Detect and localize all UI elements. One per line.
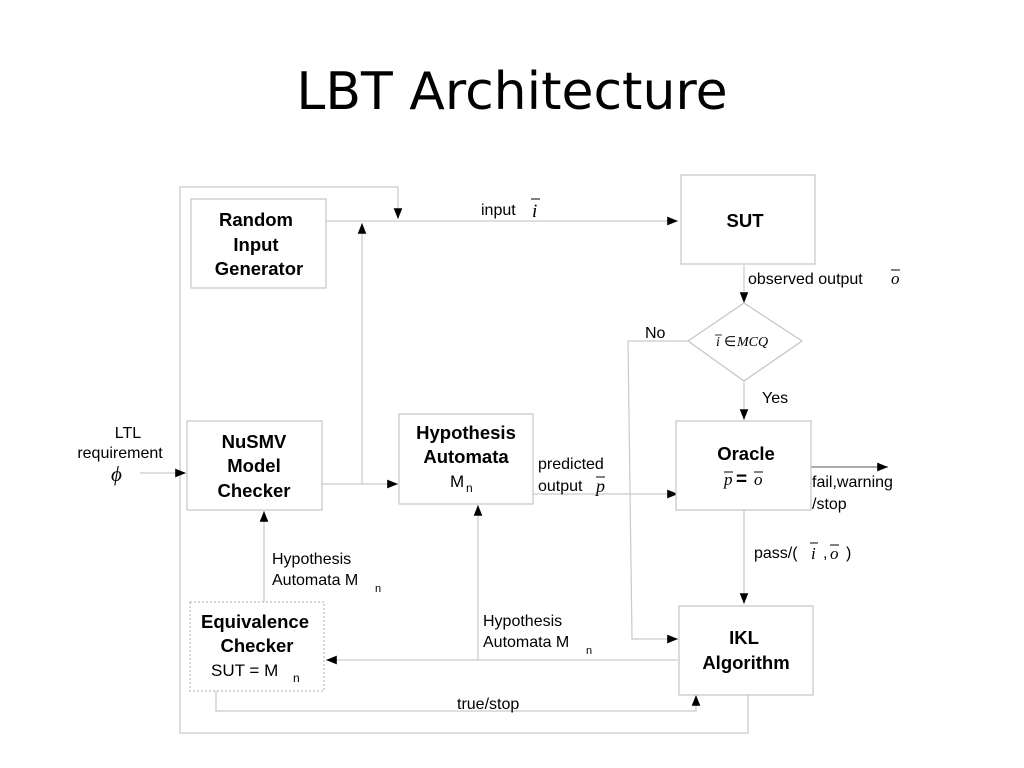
random-input-generator-box: Random Input Generator bbox=[190, 198, 327, 289]
fail-label-1: fail,warning bbox=[812, 474, 893, 491]
decision-in: ∈ bbox=[724, 335, 736, 350]
predicted-symbol: p bbox=[594, 476, 605, 496]
pass-label: pass/( bbox=[754, 545, 798, 562]
slide-title: LBT Architecture bbox=[296, 62, 728, 122]
mcq-decision-diamond: i ∈ MCQ bbox=[686, 302, 804, 382]
equivalence-checker-box: Equivalence Checker SUT = M n bbox=[189, 601, 325, 692]
oracle-box: Oracle p = o bbox=[675, 420, 812, 511]
hypothesis-m: M bbox=[450, 472, 464, 491]
rig-line-3: Generator bbox=[215, 258, 303, 279]
rig-line-2: Input bbox=[233, 234, 278, 255]
nusmv-line-2: Model bbox=[227, 455, 280, 476]
oracle-o: o bbox=[754, 470, 763, 489]
decision-no-arrow bbox=[627, 340, 688, 644]
oracle-label: Oracle bbox=[717, 443, 775, 464]
phi-symbol: ϕ bbox=[111, 462, 122, 486]
input-symbol: i bbox=[532, 201, 537, 222]
no-label: No bbox=[645, 325, 666, 342]
hyp-left-label-1: Hypothesis bbox=[272, 551, 351, 568]
input-label: input bbox=[481, 202, 516, 219]
hypothesis-line-2: Automata bbox=[423, 446, 509, 467]
hypothesis-m-sub: n bbox=[466, 481, 473, 495]
hyp-right-sub: n bbox=[586, 645, 592, 657]
observed-output-symbol: o bbox=[891, 269, 900, 288]
hypothesis-line-1: Hypothesis bbox=[416, 422, 516, 443]
pass-o: o bbox=[830, 544, 839, 563]
equivalence-to-ikl-arrow bbox=[215, 691, 701, 712]
equivalence-line-2: Checker bbox=[220, 635, 293, 656]
pass-i: i bbox=[811, 544, 816, 563]
nusmv-model-checker-box: NuSMV Model Checker bbox=[186, 420, 323, 511]
pass-comma: , bbox=[823, 545, 827, 562]
fail-label-2: /stop bbox=[812, 496, 847, 513]
nusmv-line-3: Checker bbox=[217, 480, 290, 501]
equivalence-eq: SUT = M bbox=[211, 661, 278, 680]
hyp-left-label-2: Automata M bbox=[272, 572, 358, 589]
hyp-right-label-2: Automata M bbox=[483, 634, 569, 651]
oracle-equals: = bbox=[736, 469, 747, 490]
ikl-algorithm-box: IKL Algorithm bbox=[678, 605, 814, 696]
outer-loop-line bbox=[179, 186, 749, 734]
equivalence-sub: n bbox=[293, 671, 300, 685]
true-stop-label: true/stop bbox=[457, 696, 519, 713]
equivalence-line-1: Equivalence bbox=[201, 611, 309, 632]
ikl-line-2: Algorithm bbox=[702, 652, 789, 673]
pass-close: ) bbox=[846, 545, 851, 562]
yes-label: Yes bbox=[762, 390, 788, 407]
sut-label: SUT bbox=[727, 210, 765, 231]
predicted-label-2: output bbox=[538, 478, 583, 495]
hyp-left-sub: n bbox=[375, 583, 381, 595]
hypothesis-automata-box: Hypothesis Automata M n bbox=[398, 413, 534, 505]
rig-line-1: Random bbox=[219, 209, 293, 230]
hyp-right-label-1: Hypothesis bbox=[483, 613, 562, 630]
ikl-line-1: IKL bbox=[729, 627, 759, 648]
predicted-label-1: predicted bbox=[538, 456, 604, 473]
decision-i: i bbox=[716, 335, 720, 350]
decision-set: MCQ bbox=[736, 335, 768, 350]
observed-output-label: observed output bbox=[748, 271, 863, 288]
ltl-label-2: requirement bbox=[77, 445, 163, 462]
oracle-p: p bbox=[723, 470, 733, 489]
nusmv-line-1: NuSMV bbox=[222, 431, 287, 452]
sut-box: SUT bbox=[680, 174, 816, 265]
ltl-label-1: LTL bbox=[115, 425, 141, 442]
